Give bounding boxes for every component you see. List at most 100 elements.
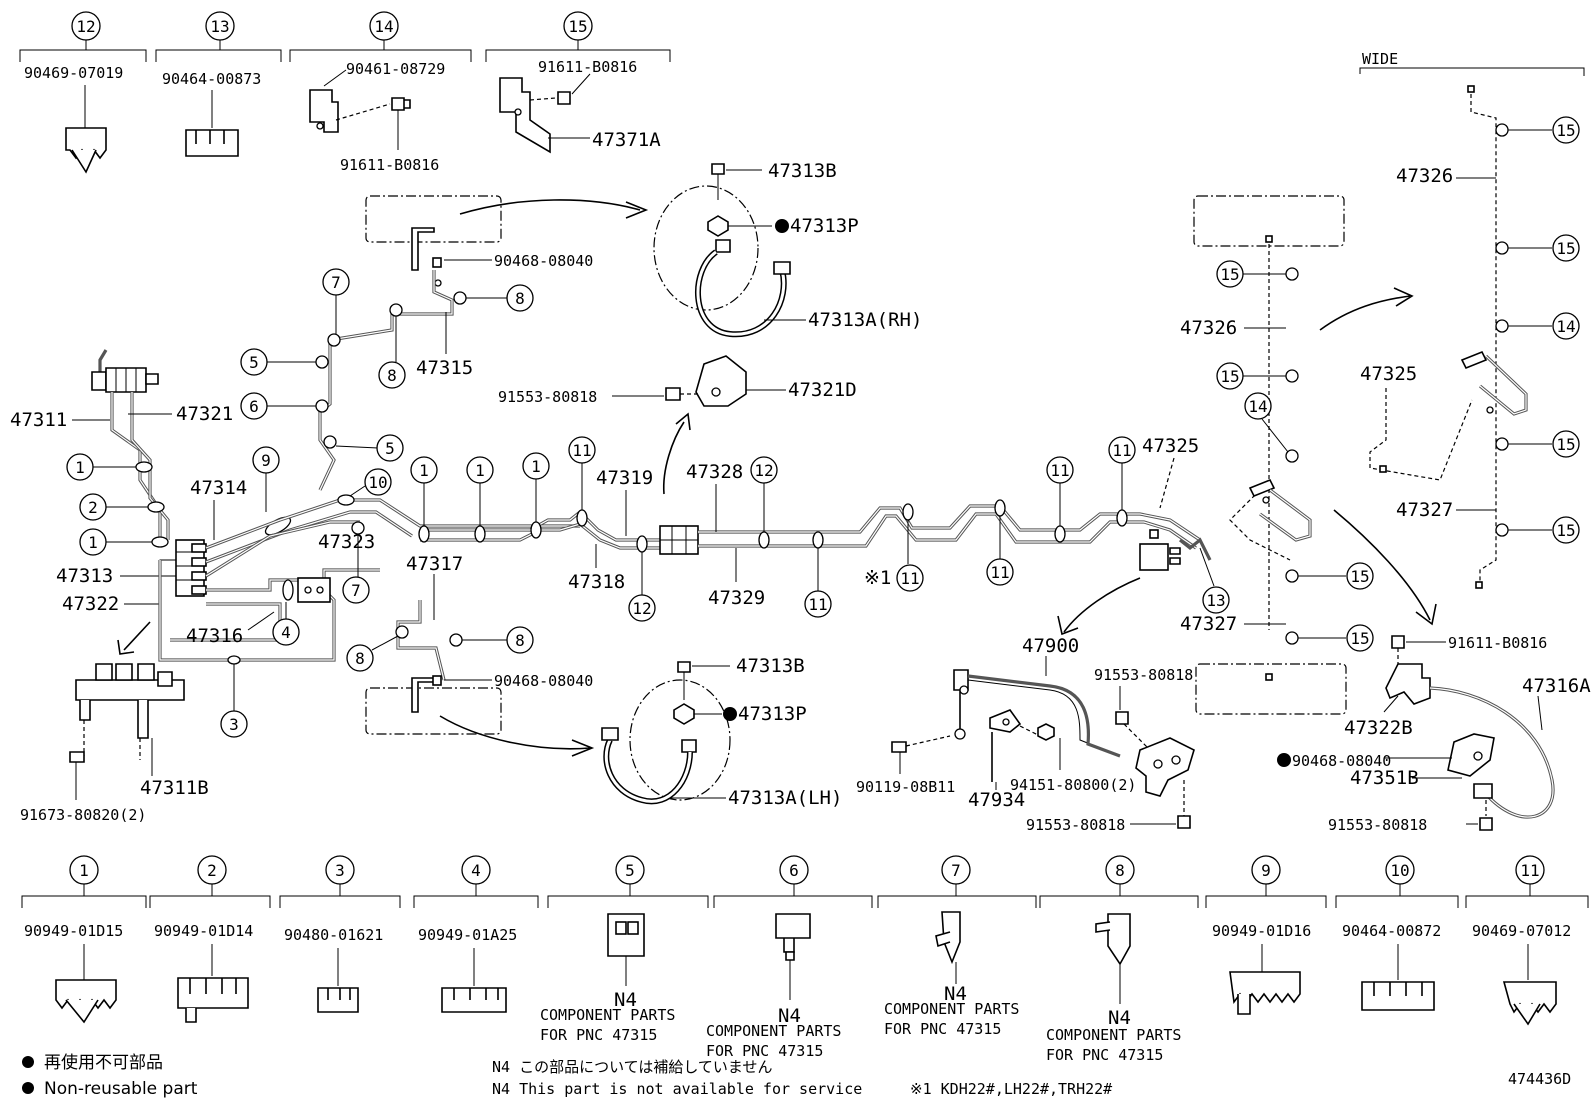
- bottom-clamp-7: 7 N4 COMPONENT PARTS FOR PNC 47315: [877, 855, 1037, 1038]
- top-clamp-group-12: 12 90469-07019: [19, 11, 147, 174]
- bottom-clamp-2: 2 90949-01D14: [149, 855, 271, 1023]
- svg-text:47327: 47327: [1180, 613, 1237, 635]
- svg-text:4: 4: [281, 623, 291, 642]
- svg-text:47325: 47325: [1360, 363, 1417, 385]
- svg-text:47322: 47322: [62, 593, 119, 615]
- svg-text:91553-80818: 91553-80818: [1026, 816, 1125, 834]
- svg-text:11: 11: [1112, 441, 1131, 460]
- svg-text:91611-B0816: 91611-B0816: [538, 58, 637, 76]
- svg-text:91673-80820(2): 91673-80820(2): [20, 806, 146, 824]
- svg-text:12: 12: [632, 599, 651, 618]
- svg-text:47329: 47329: [708, 587, 765, 609]
- svg-text:8: 8: [387, 366, 397, 385]
- svg-text:8: 8: [355, 649, 365, 668]
- svg-text:47327: 47327: [1396, 499, 1453, 521]
- svg-text:15: 15: [1556, 521, 1575, 540]
- svg-text:COMPONENT PARTS: COMPONENT PARTS: [706, 1022, 841, 1040]
- legend: 再使用不可部品 Non-reusable part N4 この部品については補給…: [22, 1052, 1571, 1099]
- svg-text:90464-00873: 90464-00873: [162, 70, 261, 88]
- svg-text:91553-80818: 91553-80818: [1094, 666, 1193, 684]
- svg-text:90468-08040: 90468-08040: [1292, 752, 1391, 770]
- svg-text:90119-08B11: 90119-08B11: [856, 778, 955, 796]
- svg-text:90949-01D16: 90949-01D16: [1212, 922, 1311, 940]
- line-47317-lower: 47317 8 8 90468-08040 47313B 47313P 4731…: [346, 553, 842, 809]
- svg-text:47313B: 47313B: [768, 160, 837, 182]
- svg-text:47934: 47934: [968, 789, 1025, 811]
- svg-text:Non-reusable part: Non-reusable part: [44, 1079, 198, 1099]
- svg-text:90949-01D14: 90949-01D14: [154, 922, 253, 940]
- svg-text:9: 9: [1261, 861, 1271, 880]
- rear-axle-lines-wide: WIDE 47325 15 47326 15 14 15 47327: [1359, 50, 1585, 589]
- svg-text:N4: N4: [614, 989, 637, 1011]
- svg-text:11: 11: [990, 563, 1009, 582]
- svg-text:2: 2: [88, 498, 98, 517]
- top-clamp-group-13: 13 90464-00873: [155, 11, 282, 157]
- svg-text:90949-01A25: 90949-01A25: [418, 926, 517, 944]
- svg-text:47323: 47323: [318, 531, 375, 553]
- svg-text:47351B: 47351B: [1350, 767, 1419, 789]
- svg-text:11: 11: [1050, 461, 1069, 480]
- svg-text:COMPONENT PARTS: COMPONENT PARTS: [884, 1000, 1019, 1018]
- svg-text:47313: 47313: [56, 565, 113, 587]
- svg-text:6: 6: [249, 397, 259, 416]
- svg-text:91611-B0816: 91611-B0816: [340, 156, 439, 174]
- svg-text:11: 11: [572, 441, 591, 460]
- svg-text:47313A(RH): 47313A(RH): [808, 309, 922, 331]
- top-clamp-group-14: 14 90461-08729 91611-B0816: [289, 11, 472, 174]
- svg-text:N4 この部品については補給していません: N4 この部品については補給していません: [492, 1058, 772, 1076]
- svg-text:15: 15: [568, 17, 587, 36]
- bottom-clamp-10: 10 90464-00872: [1335, 855, 1459, 1011]
- svg-text:90464-00872: 90464-00872: [1342, 922, 1441, 940]
- svg-text:47313P: 47313P: [738, 703, 807, 725]
- svg-text:94151-80800(2): 94151-80800(2): [1010, 776, 1136, 794]
- svg-text:11: 11: [900, 569, 919, 588]
- svg-text:11: 11: [808, 595, 827, 614]
- svg-text:1: 1: [88, 533, 98, 552]
- svg-text:2: 2: [207, 861, 217, 880]
- svg-text:5: 5: [249, 353, 259, 372]
- svg-text:7: 7: [351, 581, 361, 600]
- bottom-clamp-8: 8 N4 COMPONENT PARTS FOR PNC 47315: [1039, 855, 1199, 1064]
- svg-text:47326: 47326: [1180, 317, 1237, 339]
- rear-axle-lines-normal: 15 47326 15 14 15 47327 15: [1180, 195, 1437, 715]
- svg-text:8: 8: [515, 631, 525, 650]
- svg-text:3: 3: [335, 861, 345, 880]
- svg-text:91553-80818: 91553-80818: [498, 388, 597, 406]
- master-cylinder-area: 47311 47321 1 2 1 47314 9 47313 47322: [10, 349, 580, 738]
- svg-text:9: 9: [261, 451, 271, 470]
- svg-text:11: 11: [1520, 861, 1539, 880]
- svg-text:N4: N4: [944, 983, 967, 1005]
- svg-text:COMPONENT PARTS: COMPONENT PARTS: [540, 1006, 675, 1024]
- svg-text:FOR PNC 47315: FOR PNC 47315: [1046, 1046, 1163, 1064]
- svg-text:47318: 47318: [568, 571, 625, 593]
- svg-text:14: 14: [1556, 317, 1575, 336]
- svg-text:FOR PNC 47315: FOR PNC 47315: [540, 1026, 657, 1044]
- svg-text:4: 4: [471, 861, 481, 880]
- svg-text:91553-80818: 91553-80818: [1328, 816, 1427, 834]
- bracket-47321D: 91553-80818 47321D: [498, 355, 857, 495]
- svg-text:N4 This part is not available: N4 This part is not available for servic…: [492, 1080, 862, 1098]
- svg-text:10: 10: [368, 473, 387, 492]
- svg-text:1: 1: [531, 457, 541, 476]
- svg-text:14: 14: [374, 17, 393, 36]
- svg-text:5: 5: [625, 861, 635, 880]
- bottom-clamp-5: 5 N4 COMPONENT PARTS FOR PNC 47315: [540, 855, 709, 1044]
- svg-text:FOR PNC 47315: FOR PNC 47315: [884, 1020, 1001, 1038]
- svg-text:13: 13: [210, 17, 229, 36]
- svg-text:3: 3: [229, 715, 239, 734]
- svg-text:7: 7: [331, 273, 341, 292]
- svg-text:15: 15: [1350, 567, 1369, 586]
- svg-text:47313P: 47313P: [790, 215, 859, 237]
- svg-text:47321D: 47321D: [788, 379, 857, 401]
- svg-text:8: 8: [1115, 861, 1125, 880]
- svg-text:47313A(LH): 47313A(LH): [728, 787, 842, 809]
- svg-text:47321: 47321: [176, 403, 233, 425]
- svg-text:COMPONENT PARTS: COMPONENT PARTS: [1046, 1026, 1181, 1044]
- svg-text:47311B: 47311B: [140, 777, 209, 799]
- svg-text:1: 1: [75, 458, 85, 477]
- svg-text:13: 13: [1206, 591, 1225, 610]
- svg-text:15: 15: [1220, 367, 1239, 386]
- svg-text:47326: 47326: [1396, 165, 1453, 187]
- svg-text:14: 14: [1248, 397, 1267, 416]
